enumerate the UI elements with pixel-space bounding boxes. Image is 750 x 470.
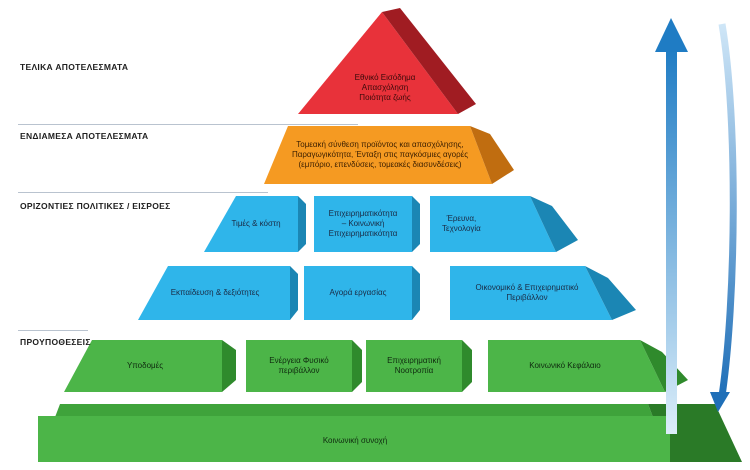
energy-environment-text: Ενέργεια Φυσικό περιβάλλον — [269, 356, 329, 375]
social-cohesion-text: Κοινωνική συνοχή — [322, 436, 388, 445]
curved-down-arrow-icon — [710, 23, 737, 412]
separator-line — [18, 330, 88, 331]
row-policies-upper — [204, 196, 578, 252]
labour-market-text: Αγορά εργασίας — [329, 288, 387, 297]
research-technology-text: Έρευνα, Τεχνολογία — [442, 214, 481, 233]
education-skills-text: Εκπαίδευση & δεξιότητες — [170, 288, 260, 297]
level-label-horizontal: ΟΡΙΖΟΝΤΙΕΣ ΠΟΛΙΤΙΚΕΣ / ΕΙΣΡΟΕΣ — [20, 201, 171, 211]
apex-block — [298, 8, 476, 114]
social-capital-text: Κοινωνικό Κεφάλαιο — [529, 361, 601, 370]
entrepreneurial-mentality-text: Επιχειρηματική Νοοτροπία — [387, 356, 441, 375]
separator-line — [18, 124, 358, 125]
apex-text: Εθνικό Εισόδημα Απασχόληση Ποιότητα ζωής — [354, 73, 416, 102]
intermediate-block — [264, 126, 514, 184]
separator-line — [18, 192, 268, 193]
row-policies-lower — [138, 266, 636, 320]
level-label-intermediate: ΕΝΔΙΑΜΕΣΑ ΑΠΟΤΕΛΕΣΜΑΤΑ — [20, 131, 149, 141]
infrastructure-text: Υποδομές — [126, 361, 164, 370]
up-arrow-icon — [655, 18, 688, 434]
economic-environment-text: Οικονομικό & Επιχειρηματικό Περιβάλλον — [475, 283, 579, 302]
level-label-prerequisites: ΠΡΟΥΠΟΘΕΣΕΙΣ — [20, 337, 91, 347]
entrepreneurship-text: Επιχειρηματικότητα – Κοινωνική Επιχειρημ… — [328, 209, 398, 238]
intermediate-text: Τομεακή σύνθεση προϊόντος και απασχόληση… — [291, 140, 469, 169]
level-label-final: ΤΕΛΙΚΑ ΑΠΟΤΕΛΕΣΜΑΤΑ — [20, 62, 129, 72]
prices-costs-text: Τιμές & κόστη — [231, 219, 281, 228]
